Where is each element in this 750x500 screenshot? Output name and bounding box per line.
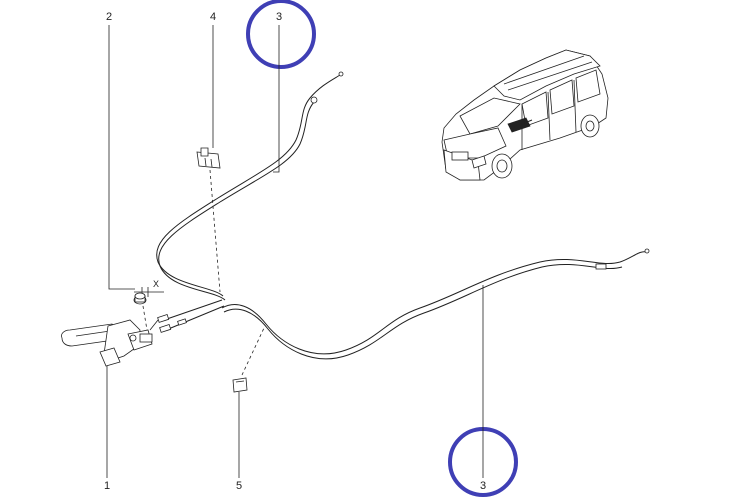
dimension-x-label: X: [153, 279, 159, 289]
rear-cable: [221, 248, 650, 360]
part-2-nut: [133, 292, 147, 305]
cable-end-fittings: [157, 299, 225, 333]
callout-2: 2: [106, 11, 112, 23]
highlight-circle-top: [246, 0, 316, 69]
callout-3-bottom: 3: [480, 480, 486, 492]
callout-5: 5: [236, 480, 242, 492]
front-cable: [156, 71, 344, 301]
callout-1: 1: [104, 480, 110, 492]
assembly-line-4: [209, 169, 221, 293]
assembly-line-5: [241, 327, 265, 376]
part-4-cable-clip: [196, 147, 221, 169]
part-5-cable-clip: [232, 377, 248, 393]
part-1-parking-brake-lever: [61, 319, 159, 367]
vehicle-locator-illustration: [441, 49, 609, 181]
leader-line-2: [108, 25, 135, 290]
callout-3-top: 3: [276, 11, 282, 23]
callout-4: 4: [210, 11, 216, 23]
leader-line-3-top: [273, 25, 280, 173]
